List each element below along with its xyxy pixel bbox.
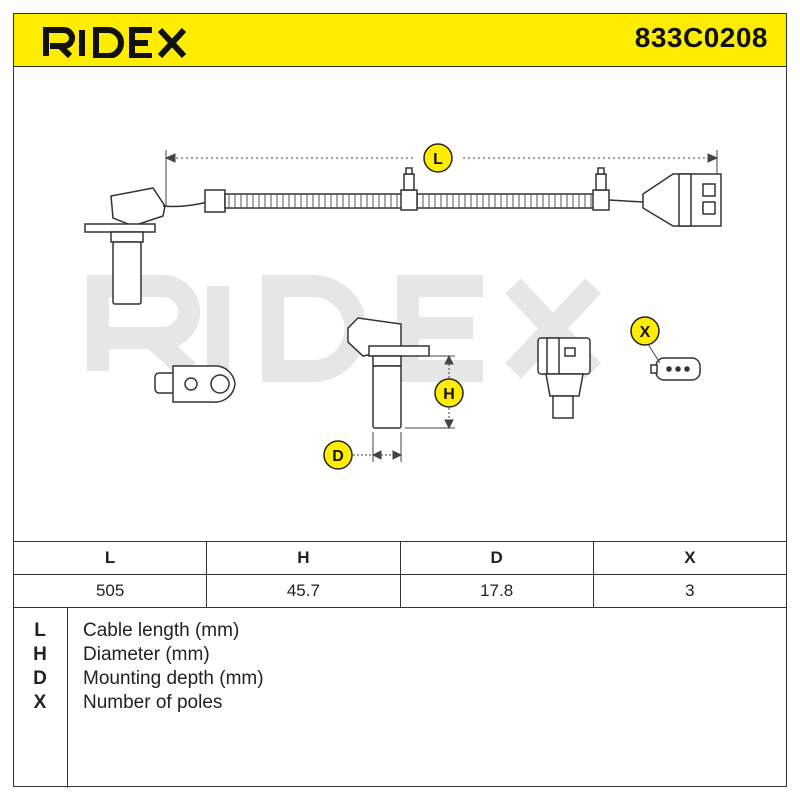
sensor-side-view [347,317,430,429]
spec-header-d: D [399,541,594,575]
legend-item: D Mounting depth (mm) [13,668,787,692]
legend-key: L [34,620,46,641]
watermark-logo [87,275,602,382]
legend-key: X [33,692,47,713]
legend-item: L Cable length (mm) [13,620,787,644]
spec-header-x: X [592,541,788,575]
sensor-top-view [154,365,236,403]
spec-value-x: 3 [592,574,788,608]
svg-text:D: D [332,448,344,465]
legend-key: H [33,644,47,665]
callout-l: L [423,143,453,173]
legend: L Cable length (mm) H Diameter (mm) D Mo… [13,607,787,788]
technical-drawing: L [13,66,787,542]
legend-desc: Mounting depth (mm) [83,668,264,689]
legend-desc: Cable length (mm) [83,620,240,641]
ridex-logo [42,26,212,63]
svg-text:X: X [640,324,651,341]
svg-text:H: H [443,386,455,403]
svg-text:L: L [433,151,443,168]
legend-item: H Diameter (mm) [13,644,787,668]
spec-header-l: L [12,541,208,575]
legend-item: X Number of poles [13,692,787,716]
spec-value-l: 505 [12,574,208,608]
legend-key: D [33,668,47,689]
connector-face-view [650,357,701,381]
legend-desc: Diameter (mm) [83,644,210,665]
callout-x: X [630,316,660,346]
dimension-h [405,354,455,430]
dimension-d [353,432,403,462]
spec-header-row: L H D X [12,541,788,575]
spec-table: L H D X 505 45.7 17.8 3 [12,541,788,608]
part-number: 833C0208 [634,22,768,53]
legend-desc: Number of poles [83,692,223,713]
spec-value-row: 505 45.7 17.8 3 [12,574,788,608]
sensor-cable-assembly [84,167,722,305]
legend-divider [67,608,68,788]
spec-header-h: H [206,541,401,575]
callout-d: D [323,440,353,470]
spec-value-d: 17.8 [399,574,594,608]
header-bar: 833C0208 [13,13,787,67]
connector-side-view [537,337,591,419]
callout-h: H [434,378,464,408]
spec-value-h: 45.7 [206,574,401,608]
